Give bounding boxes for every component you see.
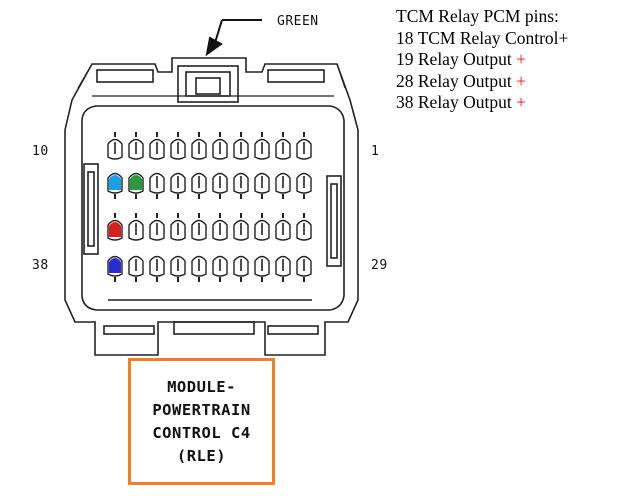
connector-pin [128,172,144,199]
connector-pin [275,255,291,282]
pin-1-label: 1 [371,144,380,159]
connector-pin [212,172,228,199]
connector-pin [296,255,312,282]
connector-pin [170,132,186,160]
connector-pin [149,132,165,160]
connector-pin [149,255,165,282]
connector-pin [170,213,186,241]
connector-pin [212,255,228,282]
connector-pin [233,213,249,241]
pin-29-label: 29 [371,258,388,273]
connector-pin [128,255,144,282]
pin-grid [107,132,312,282]
connector-pin [191,255,207,282]
note-item: 28 Relay Output + [396,70,526,91]
left-latch [83,163,99,255]
note-item: 38 Relay Output + [396,92,526,112]
connector-pin [212,213,228,241]
connector-pin [233,132,249,160]
pin-38-label: 38 [32,258,49,273]
connector-pin [254,255,270,282]
connector-pin [296,172,312,199]
connector-pin [233,255,249,282]
module-line: POWERTRAIN [152,400,251,419]
connector-pin [254,213,270,241]
relay-pin-notes: TCM Relay PCM pins: 18 TCM Relay Control… [396,6,624,114]
pin-10-label: 10 [32,144,49,159]
green-pointer-arrowhead [205,36,223,57]
connector-pin [296,132,312,160]
connector-pin [107,132,123,160]
connector-pin [212,132,228,160]
note-item: 19 Relay Output + [396,49,526,69]
module-line: (RLE) [176,446,227,465]
connector-pin [275,213,291,241]
notes-title: TCM Relay PCM pins: [396,6,559,26]
connector-inner-cavity [81,105,345,311]
top-latch [177,65,239,103]
connector-pin [191,132,207,160]
module-line: CONTROL C4 [152,423,251,442]
connector-pin [149,172,165,199]
connector-pin [254,132,270,160]
connector-pin [107,172,123,199]
connector-pin [275,132,291,160]
connector-pin [128,213,144,241]
connector-pin [170,172,186,199]
right-latch [326,175,342,267]
connector-pin [296,213,312,241]
connector-pin [128,132,144,160]
connector-outer-shell [64,57,359,356]
connector-pin [107,213,123,241]
module-line: MODULE- [167,377,236,396]
connector-pin [149,213,165,241]
connector-pin [191,172,207,199]
connector-pin [254,172,270,199]
green-label: GREEN [277,14,319,29]
connector-pin [191,213,207,241]
note-item: 18 TCM Relay Control+ [396,27,569,48]
connector-pin [170,255,186,282]
connector-pin [233,172,249,199]
module-label-box: MODULE- POWERTRAIN CONTROL C4 (RLE) [128,358,275,485]
connector-pin [107,255,123,282]
connector-pin [275,172,291,199]
